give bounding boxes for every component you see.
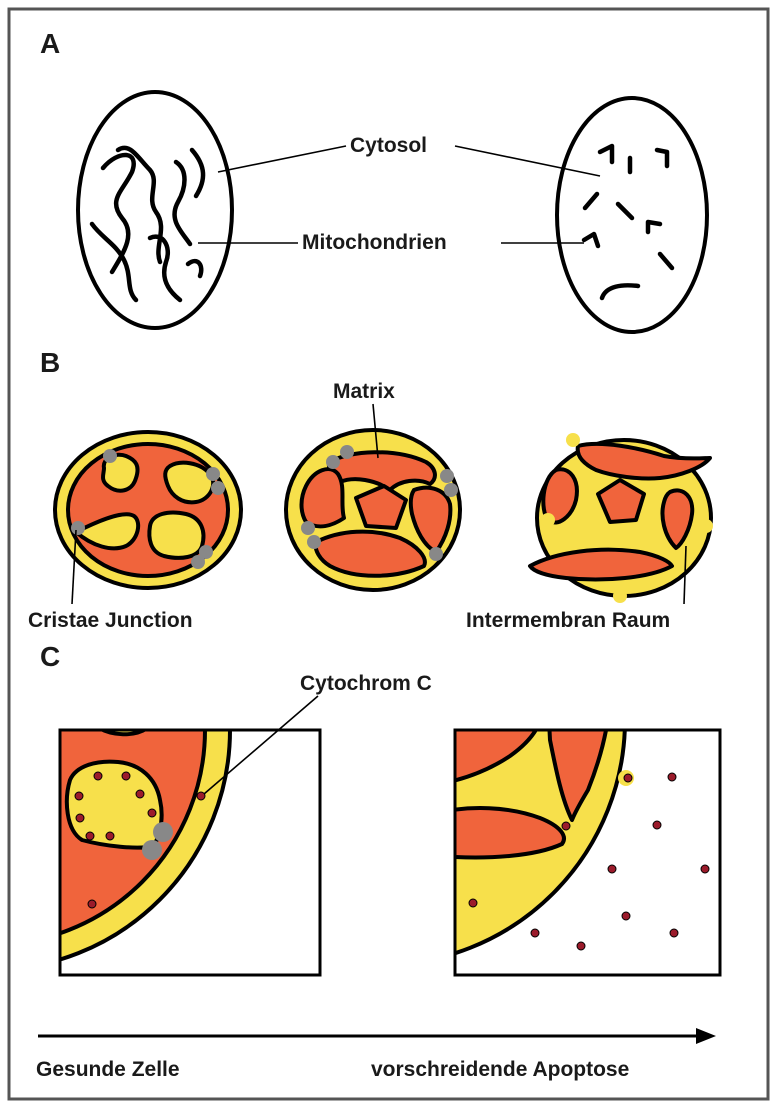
label-cristae-junction: Cristae Junction bbox=[28, 609, 193, 632]
mitochondrion-remodelling bbox=[286, 430, 460, 590]
label-intermembran-raum: Intermembran Raum bbox=[466, 609, 670, 632]
apoptotic-cell bbox=[557, 98, 707, 332]
panel-label-b: B bbox=[40, 347, 60, 378]
label-cytochrom-c: Cytochrom C bbox=[300, 672, 432, 695]
mitochondrion-healthy bbox=[55, 432, 241, 588]
panel-label-c: C bbox=[40, 641, 60, 672]
label-mitochondrien: Mitochondrien bbox=[302, 231, 447, 254]
label-matrix: Matrix bbox=[333, 380, 395, 403]
label-gesunde-zelle: Gesunde Zelle bbox=[36, 1058, 180, 1081]
healthy-cell bbox=[78, 92, 232, 328]
panel-label-a: A bbox=[40, 28, 60, 59]
label-cytosol: Cytosol bbox=[350, 134, 427, 157]
label-apoptose: vorschreidende Apoptose bbox=[371, 1058, 629, 1081]
